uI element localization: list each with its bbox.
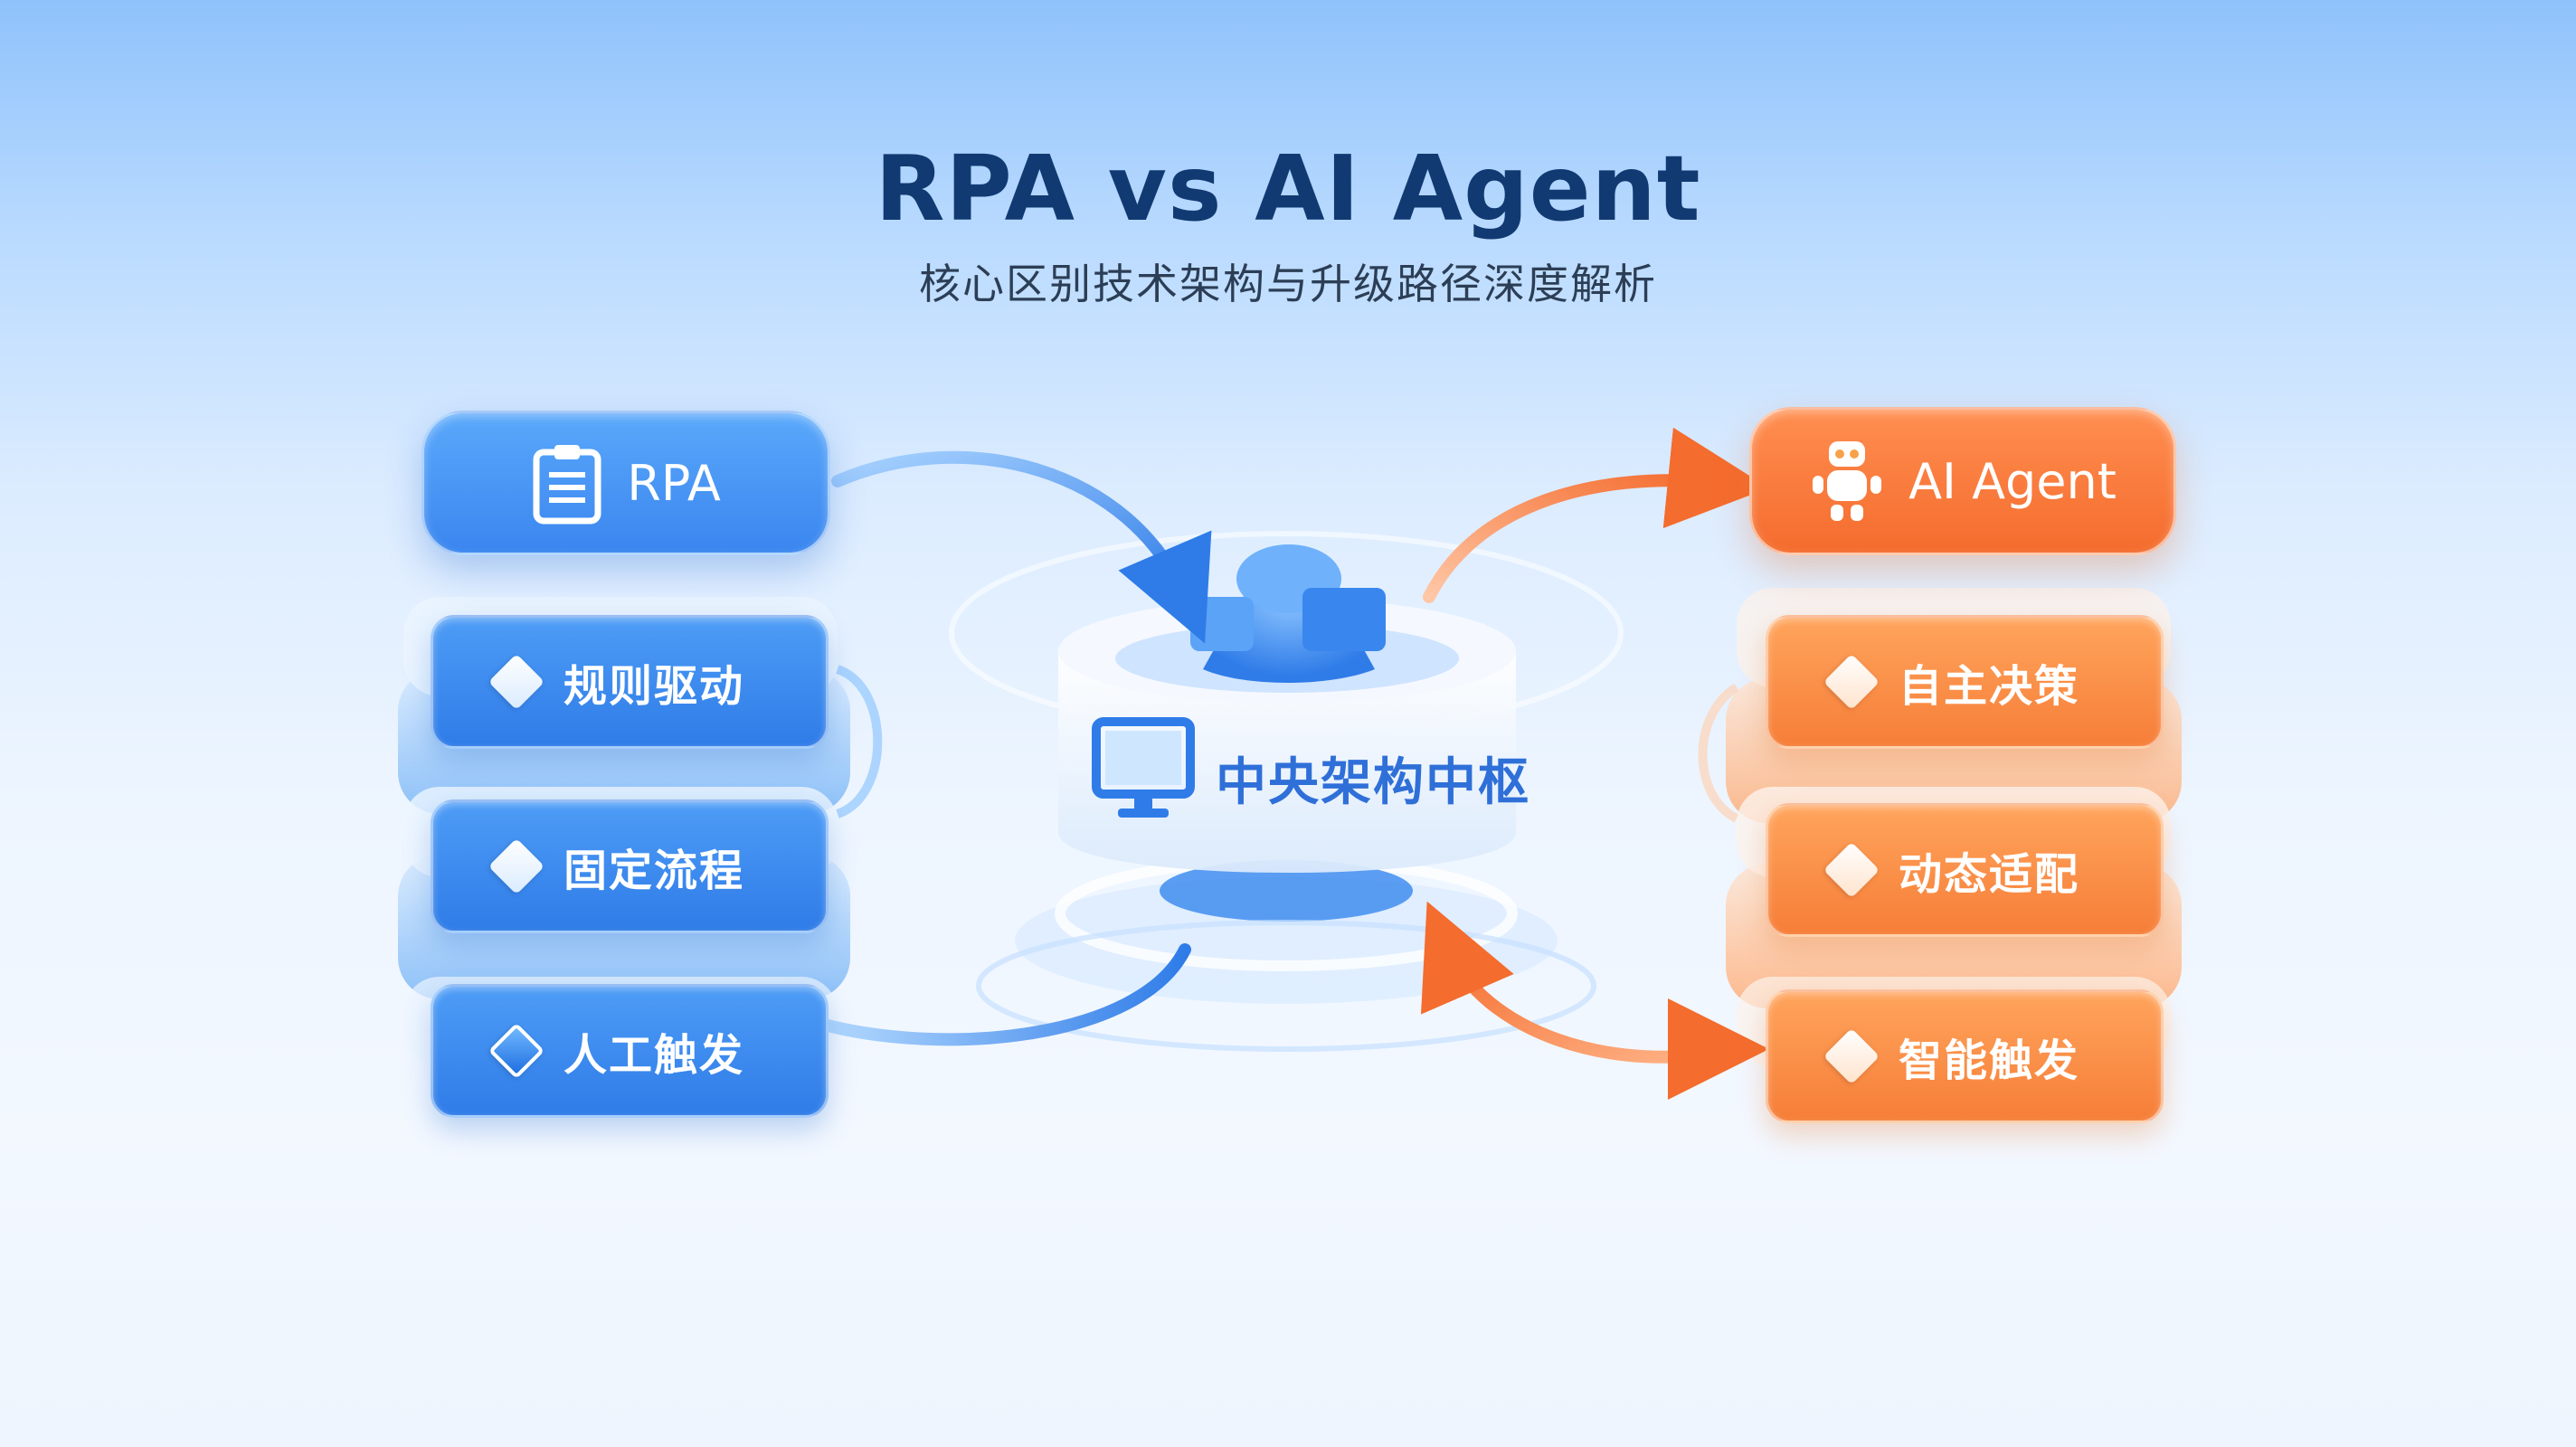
diamond-icon <box>488 837 545 895</box>
hub-to-agent-arrow <box>1423 427 1769 603</box>
agent-header-card: AI Agent <box>1749 407 2176 555</box>
agent-item-smart-trigger: 智能触发 <box>1766 989 2164 1123</box>
rpa-item-label: 人工触发 <box>564 1030 745 1081</box>
agent-item-label: 动态适配 <box>1899 849 2080 900</box>
agent-item-dynamic-adaptation: 动态适配 <box>1766 803 2164 937</box>
rpa-item-rule-driven: 规则驱动 <box>431 615 829 749</box>
rpa-header-label: RPA <box>627 454 721 512</box>
page-subtitle: 核心区别技术架构与升级路径深度解析 <box>919 260 1657 308</box>
central-hub <box>949 531 1624 1052</box>
agent-item-label: 自主决策 <box>1899 661 2080 712</box>
hub-to-rpa-arrow <box>808 943 1191 1046</box>
diamond-icon <box>1823 1027 1880 1085</box>
page-title: RPA vs AI Agent <box>875 136 1701 241</box>
robot-icon <box>1809 436 1885 526</box>
diamond-icon <box>488 653 545 711</box>
clipboard-icon <box>531 441 603 525</box>
hub-label: 中央架构中枢 <box>1216 753 1530 812</box>
rpa-item-fixed-process: 固定流程 <box>431 799 829 933</box>
rpa-header-card: RPA <box>421 411 830 555</box>
agent-item-label: 智能触发 <box>1899 1036 2080 1086</box>
rpa-to-hub-arrow <box>831 450 1212 644</box>
diamond-icon <box>1823 841 1880 899</box>
rpa-item-manual-trigger: 人工触发 <box>431 984 829 1118</box>
rpa-item-label: 规则驱动 <box>564 661 745 712</box>
rpa-item-label: 固定流程 <box>564 846 745 896</box>
agent-item-autonomous-decision: 自主决策 <box>1766 615 2164 749</box>
diamond-icon <box>1823 653 1880 711</box>
diamond-icon <box>488 1022 545 1080</box>
agent-header-label: AI Agent <box>1908 452 2117 510</box>
monitor-icon <box>1092 717 1195 818</box>
